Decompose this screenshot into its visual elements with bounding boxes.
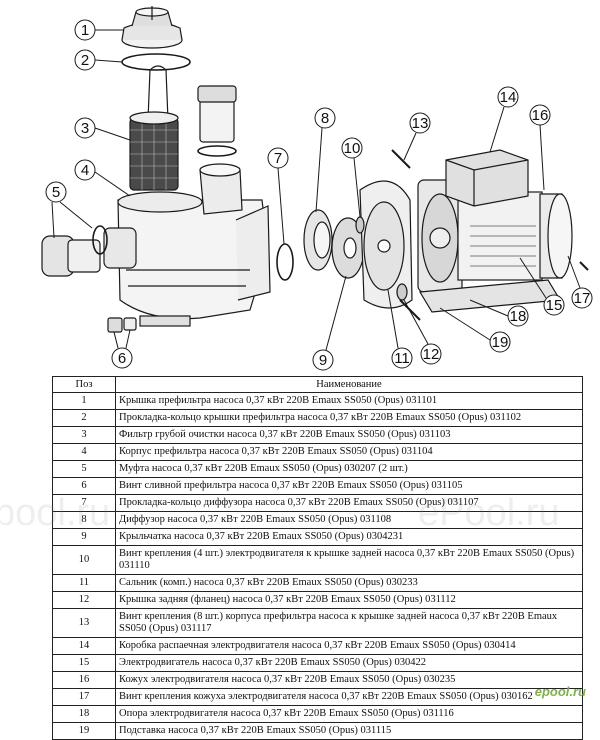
row-name: Крышка задняя (фланец) насоса 0,37 кВт 2… bbox=[115, 591, 583, 609]
row-name: Коробка распаечная электродвигателя насо… bbox=[115, 637, 583, 655]
callout-15: 15 bbox=[546, 297, 563, 314]
callout-14: 14 bbox=[500, 89, 517, 106]
callout-11: 11 bbox=[394, 350, 410, 367]
row-pos: 9 bbox=[52, 528, 116, 546]
part-drain-plugs bbox=[107, 317, 137, 333]
row-pos: 3 bbox=[52, 426, 116, 444]
row-name: Кожух электродвигателя насоса 0,37 кВт 2… bbox=[115, 671, 583, 689]
row-pos: 2 bbox=[52, 409, 116, 427]
row-pos: 4 bbox=[52, 443, 116, 461]
row-name: Подставка насоса 0,37 кВт 220В Emaux SS0… bbox=[115, 722, 583, 740]
callout-12: 12 bbox=[423, 346, 440, 363]
exploded-view-diagram: 1 2 3 4 5 6 7 8 9 10 11 12 bbox=[41, 6, 593, 371]
row-name: Винт крепления (8 шт.) корпуса префильтр… bbox=[115, 608, 583, 638]
callout-4: 4 bbox=[81, 162, 89, 179]
callout-8: 8 bbox=[321, 110, 329, 127]
row-name: Сальник (комп.) насоса 0,37 кВт 220В Ema… bbox=[115, 574, 583, 592]
site-logo: epool.ru bbox=[534, 684, 586, 699]
part-prefilter-lid bbox=[121, 6, 183, 49]
callout-18: 18 bbox=[510, 308, 527, 325]
row-name: Прокладка-кольцо диффузора насоса 0,37 к… bbox=[115, 494, 583, 512]
row-pos: 18 bbox=[52, 705, 116, 723]
callout-19: 19 bbox=[492, 334, 509, 351]
part-unions bbox=[41, 225, 108, 277]
callout-1: 1 bbox=[81, 22, 89, 39]
row-name: Опора электродвигателя насоса 0,37 кВт 2… bbox=[115, 705, 583, 723]
part-diffuser-oring bbox=[276, 243, 294, 281]
row-pos: 17 bbox=[52, 688, 116, 706]
column-header-pos: Поз bbox=[52, 376, 116, 393]
row-name: Диффузор насоса 0,37 кВт 220В Emaux SS05… bbox=[115, 511, 583, 529]
row-pos: 7 bbox=[52, 494, 116, 512]
callout-13: 13 bbox=[412, 115, 429, 132]
row-name: Крышка префильтра насоса 0,37 кВт 220В E… bbox=[115, 392, 583, 410]
callout-5: 5 bbox=[52, 184, 60, 201]
row-name: Винт крепления кожуха электродвигателя н… bbox=[115, 688, 583, 706]
row-pos: 8 bbox=[52, 511, 116, 529]
part-lid-oring bbox=[121, 53, 191, 71]
callout-7: 7 bbox=[274, 150, 282, 167]
part-prefilter-housing bbox=[103, 85, 271, 327]
row-pos: 16 bbox=[52, 671, 116, 689]
row-name: Винт сливной префильтра насоса 0,37 кВт … bbox=[115, 477, 583, 495]
row-pos: 6 bbox=[52, 477, 116, 495]
row-name: Корпус префильтра насоса 0,37 кВт 220В E… bbox=[115, 443, 583, 461]
callout-3: 3 bbox=[81, 120, 89, 137]
callout-17: 17 bbox=[574, 290, 591, 307]
part-strainer-basket bbox=[129, 65, 179, 191]
column-header-name: Наименование bbox=[115, 376, 583, 393]
callout-6: 6 bbox=[118, 350, 126, 367]
row-pos: 19 bbox=[52, 722, 116, 740]
row-name: Электродвигатель насоса 0,37 кВт 220В Em… bbox=[115, 654, 583, 672]
row-pos: 1 bbox=[52, 392, 116, 410]
row-pos: 14 bbox=[52, 637, 116, 655]
row-pos: 13 bbox=[52, 608, 116, 638]
part-motor bbox=[417, 149, 589, 313]
part-rear-flange bbox=[355, 149, 421, 321]
callout-9: 9 bbox=[319, 352, 327, 369]
row-name: Муфта насоса 0,37 кВт 220В Emaux SS050 (… bbox=[115, 460, 583, 478]
row-pos: 10 bbox=[52, 545, 116, 575]
callouts: 1 2 3 4 5 6 7 8 9 10 11 12 bbox=[45, 19, 593, 371]
row-name: Винт крепления (4 шт.) электродвигателя … bbox=[115, 545, 583, 575]
callout-2: 2 bbox=[81, 52, 89, 69]
row-pos: 11 bbox=[52, 574, 116, 592]
row-pos: 15 bbox=[52, 654, 116, 672]
callout-10: 10 bbox=[344, 140, 361, 157]
row-name: Крыльчатка насоса 0,37 кВт 220В Emaux SS… bbox=[115, 528, 583, 546]
row-name: Прокладка-кольцо крышки префильтра насос… bbox=[115, 409, 583, 427]
part-diffuser-impeller bbox=[303, 209, 365, 279]
callout-16: 16 bbox=[532, 107, 549, 124]
table-header-row: Поз Наименование bbox=[52, 376, 583, 393]
row-pos: 5 bbox=[52, 460, 116, 478]
row-name: Фильтр грубой очистки насоса 0,37 кВт 22… bbox=[115, 426, 583, 444]
row-pos: 12 bbox=[52, 591, 116, 609]
